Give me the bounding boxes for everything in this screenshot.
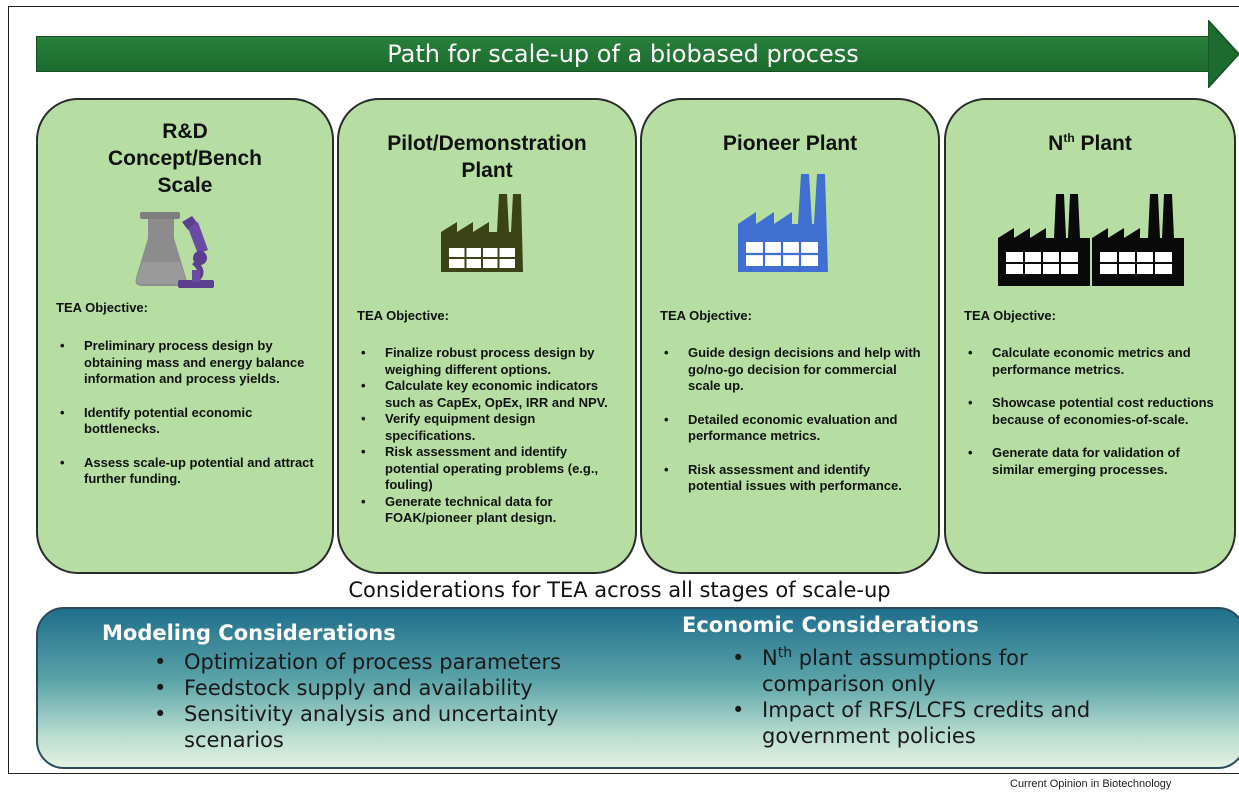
list-item: Calculate key economic indicators such a… [357, 378, 623, 411]
stage-title: Pilot/Demonstration Plant [387, 132, 587, 182]
stage-card-pioneer: Pioneer Plant TEA Objective: Guide desig… [640, 98, 940, 574]
economic-list: Nth plant assumptions for comparison onl… [732, 645, 1102, 749]
list-item: Risk assessment and identify potential i… [660, 462, 926, 495]
objective-list: Guide design decisions and help with go/… [660, 345, 926, 495]
journal-credit: Current Opinion in Biotechnology [1010, 778, 1172, 790]
lab-flask-microscope-icon [135, 212, 214, 288]
list-item: Detailed economic evaluation and perform… [660, 412, 926, 445]
list-item: Impact of RFS/LCFS credits and governmen… [732, 697, 1102, 749]
list-item: Nth plant assumptions for comparison onl… [732, 645, 1102, 697]
list-item: Showcase potential cost reductions becau… [964, 395, 1222, 428]
objective-label: TEA Objective: [56, 300, 148, 315]
scale-up-arrow [36, 36, 1210, 72]
list-item: Generate data for validation of similar … [964, 445, 1222, 478]
stage-title: Nth Plant [1048, 131, 1132, 155]
list-item: Risk assessment and identify potential o… [357, 444, 623, 494]
double-factory-icon [998, 194, 1184, 286]
stage-card-nth-plant: Nth Plant TEA Objective: Calculate econo… [944, 98, 1236, 574]
considerations-box: Modeling Considerations Optimization of … [36, 607, 1239, 769]
objective-label: TEA Objective: [660, 308, 752, 323]
stage-title: Pioneer Plant [722, 132, 858, 155]
economic-heading: Economic Considerations [682, 613, 979, 637]
stage-title: R&D Concept/Bench Scale [107, 120, 262, 197]
list-item: Calculate economic metrics and performan… [964, 345, 1222, 378]
list-item: Generate technical data for FOAK/pioneer… [357, 494, 623, 527]
objective-list: Calculate economic metrics and performan… [964, 345, 1222, 478]
modeling-list: Optimization of process parameters Feeds… [154, 649, 614, 753]
objective-label: TEA Objective: [357, 308, 449, 323]
list-item: Preliminary process design by obtaining … [56, 338, 320, 388]
list-item: Feedstock supply and availability [154, 675, 614, 701]
list-item: Optimization of process parameters [154, 649, 614, 675]
factory-icon [441, 194, 523, 272]
objective-list: Preliminary process design by obtaining … [56, 338, 320, 488]
list-item: Verify equipment design specifications. [357, 411, 623, 444]
objective-label: TEA Objective: [964, 308, 1056, 323]
list-item: Finalize robust process design by weighi… [357, 345, 623, 378]
arrow-head-icon [1208, 20, 1239, 88]
modeling-heading: Modeling Considerations [102, 621, 396, 645]
objective-list: Finalize robust process design by weighi… [357, 345, 623, 527]
list-item: Identify potential economic bottlenecks. [56, 405, 320, 438]
list-item: Assess scale-up potential and attract fu… [56, 455, 320, 488]
stage-card-pilot: Pilot/Demonstration Plant TEA Objective:… [337, 98, 637, 574]
figure-frame [8, 6, 1239, 774]
considerations-title: Considerations for TEA across all stages… [348, 578, 891, 602]
factory-icon [738, 174, 828, 272]
list-item: Guide design decisions and help with go/… [660, 345, 926, 395]
stage-card-rnd: R&D Concept/Bench Scale TEA Objective: P… [36, 98, 334, 574]
list-item: Sensitivity analysis and uncertainty sce… [154, 701, 614, 753]
banner-title: Path for scale-up of a biobased process [387, 40, 859, 68]
